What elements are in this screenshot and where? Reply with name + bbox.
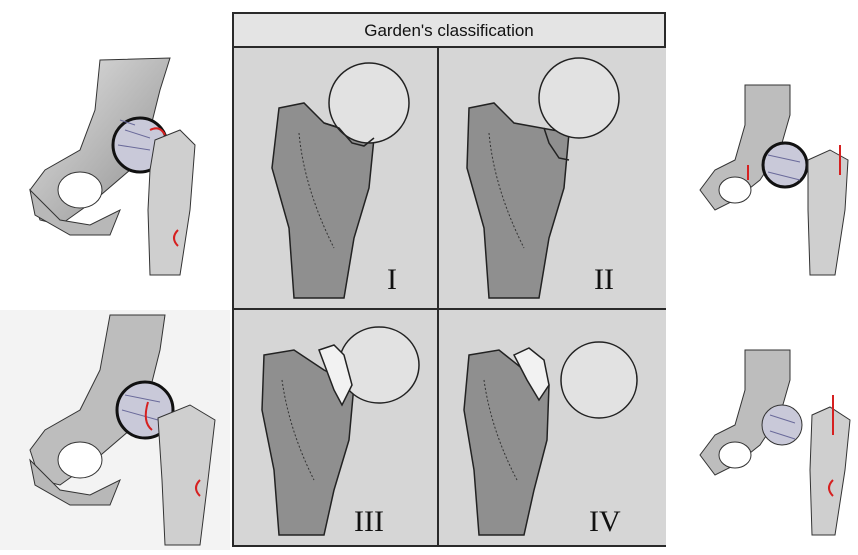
panel-title: Garden's classification xyxy=(234,14,664,48)
stage-4-femur-icon xyxy=(439,310,666,545)
stage-2-femur-icon xyxy=(439,48,666,310)
stage-2-label: II xyxy=(594,263,614,297)
stage-3-cell: III xyxy=(234,310,439,545)
stage-4-label: IV xyxy=(589,505,621,539)
hip-joint-stage-1-icon xyxy=(0,50,230,295)
hip-joint-stage-4-icon xyxy=(690,345,858,545)
stage-1-femur-icon xyxy=(234,48,439,310)
stage-4-cell: IV xyxy=(439,310,666,545)
stage-2-cell: II xyxy=(439,48,666,310)
stage-1-cell: I xyxy=(234,48,439,310)
hip-joint-stage-2-icon xyxy=(690,80,858,280)
stage-1-label: I xyxy=(387,263,397,297)
garden-classification-panel: Garden's classification I II III xyxy=(232,12,666,547)
stage-3-label: III xyxy=(354,505,384,539)
stage-3-femur-icon xyxy=(234,310,439,545)
hip-joint-stage-3-icon xyxy=(0,310,230,550)
